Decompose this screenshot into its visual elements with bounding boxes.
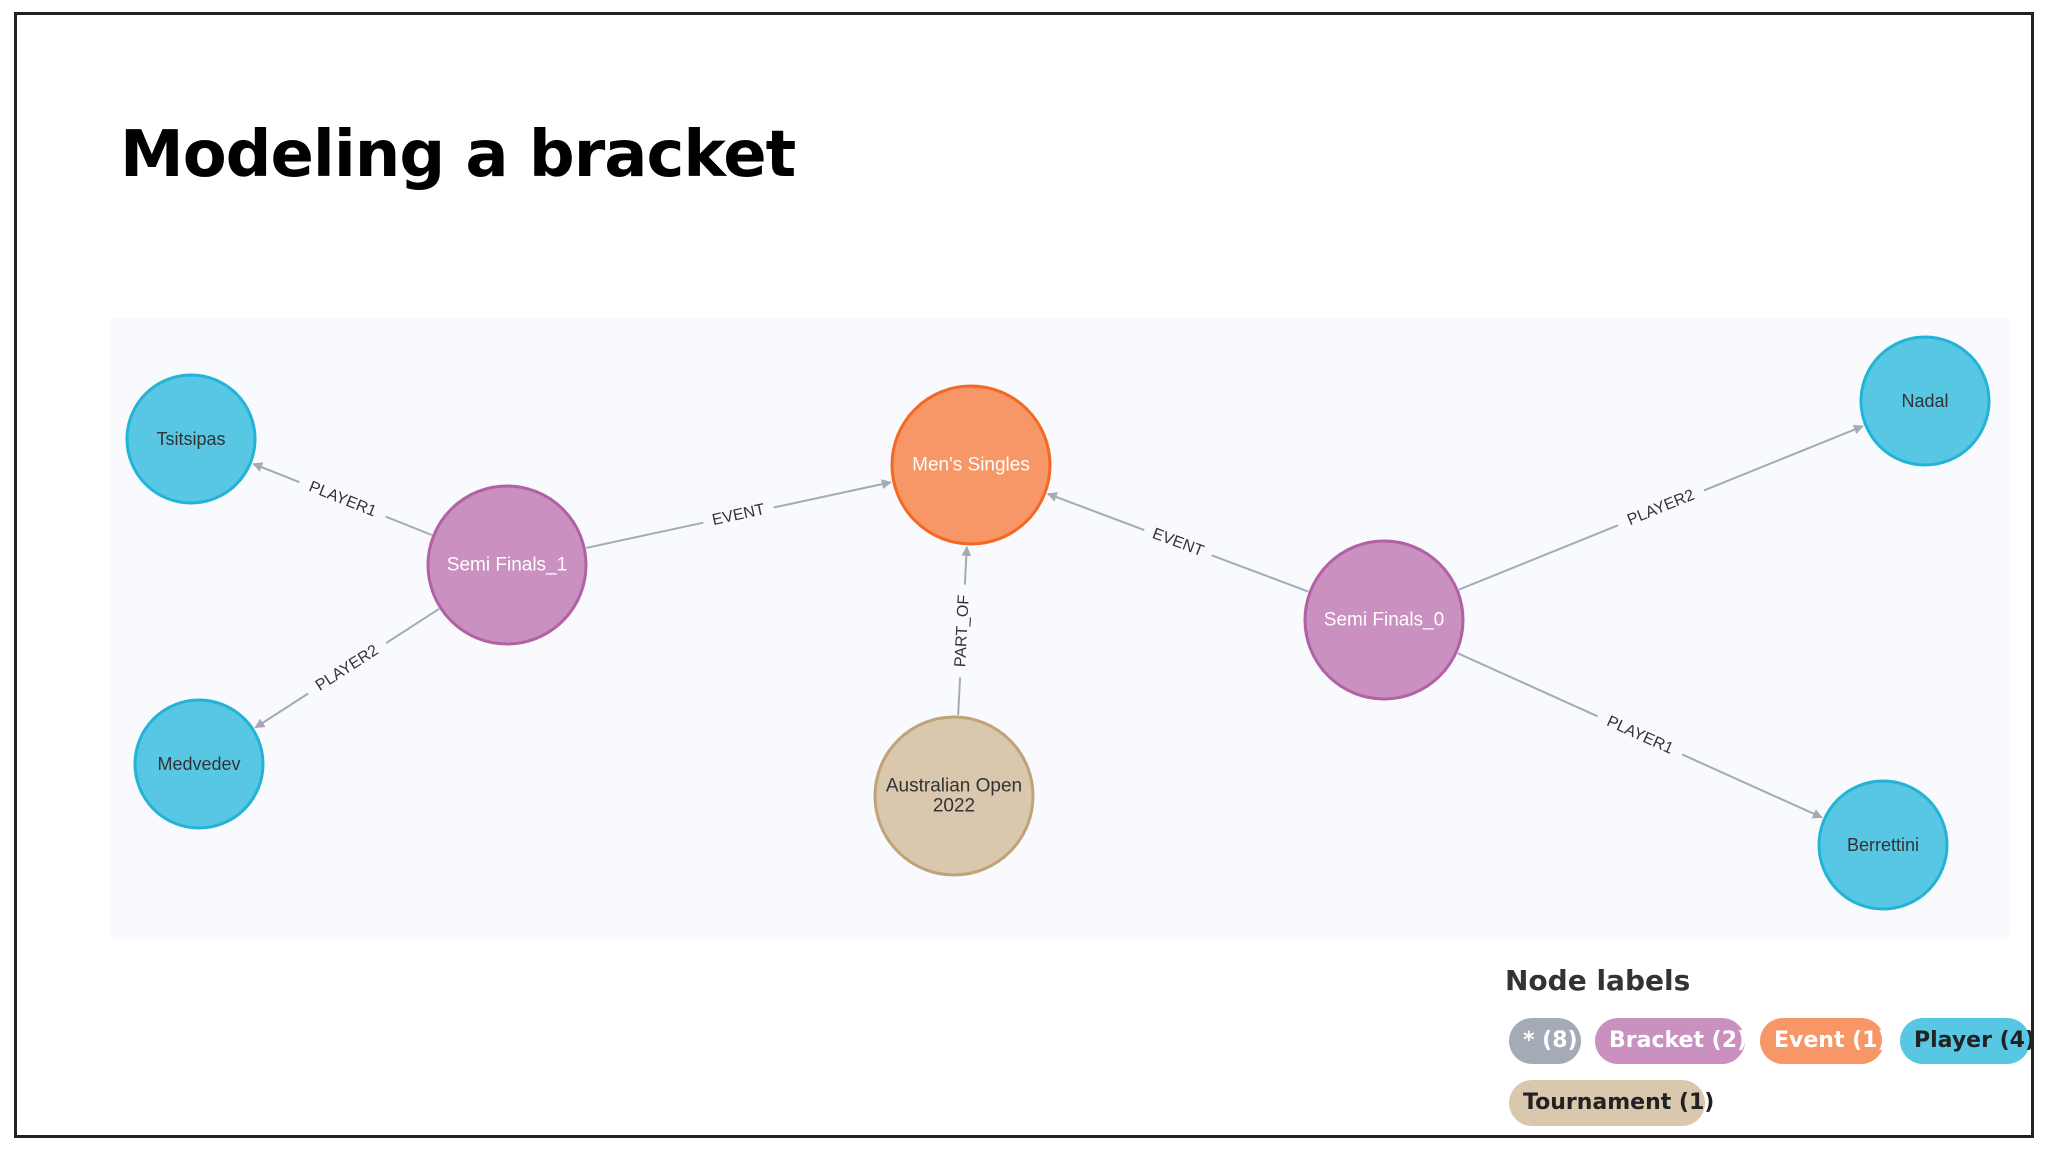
edge-label: PART_OF <box>952 594 973 667</box>
edge-line <box>385 515 433 536</box>
node-label: Nadal <box>1901 391 1948 411</box>
edge-arrow-line <box>1681 753 1823 819</box>
node-circle <box>125 373 257 505</box>
legend-chip-player[interactable]: Player (4) <box>1900 1018 2035 1064</box>
node-sf1[interactable]: Semi Finals_1 <box>426 484 588 646</box>
graph-canvas <box>110 318 2010 940</box>
node-circle <box>1859 335 1991 467</box>
node-label-line: 2022 <box>933 796 975 817</box>
node-nadal[interactable]: Nadal <box>1859 335 1991 467</box>
node-mens[interactable]: Men's Singles <box>890 384 1052 546</box>
edge-line <box>1211 554 1309 593</box>
node-tsitsipas[interactable]: Tsitsipas <box>125 373 257 505</box>
node-label: Medvedev <box>157 754 240 774</box>
legend-chip-all[interactable]: * (8) <box>1509 1018 1581 1064</box>
edge-line <box>957 677 962 716</box>
node-label: Semi Finals_0 <box>1324 610 1444 631</box>
edge-arrow-line <box>254 692 309 729</box>
node-berrettini[interactable]: Berrettini <box>1817 779 1949 911</box>
legend-title: Node labels <box>1505 964 1691 997</box>
node-label: Semi Finals_1 <box>447 555 567 576</box>
node-label: Berrettini <box>1847 835 1919 855</box>
edge-arrow-line <box>1046 492 1145 531</box>
node-circle <box>1303 539 1465 701</box>
node-label-line: Australian Open <box>886 776 1022 797</box>
node-circle <box>890 384 1052 546</box>
node-label: Men's Singles <box>912 455 1030 476</box>
edge-line <box>1458 524 1619 591</box>
legend-chip-tournament[interactable]: Tournament (1) <box>1509 1080 1714 1126</box>
node-circle <box>1817 779 1949 911</box>
edge-line <box>1457 652 1598 718</box>
node-circle <box>133 698 265 830</box>
node-label: Tsitsipas <box>156 429 225 449</box>
node-sf0[interactable]: Semi Finals_0 <box>1303 539 1465 701</box>
edge-arrow-line <box>773 479 892 509</box>
node-circle <box>873 715 1035 877</box>
slide-title: Modeling a bracket <box>120 118 796 192</box>
node-circle <box>426 484 588 646</box>
edge-arrow-line <box>1703 424 1864 492</box>
edge-line <box>385 608 440 644</box>
edge-ao-mens[interactable]: PART_OF <box>952 545 973 716</box>
edge-arrow-line <box>252 462 300 484</box>
edge-arrow-line <box>961 545 972 585</box>
edge-line <box>585 521 704 549</box>
legend-chip-event[interactable]: Event (1) <box>1760 1018 1888 1064</box>
node-medvedev[interactable]: Medvedev <box>133 698 265 830</box>
legend-chip-bracket[interactable]: Bracket (2) <box>1595 1018 1747 1064</box>
